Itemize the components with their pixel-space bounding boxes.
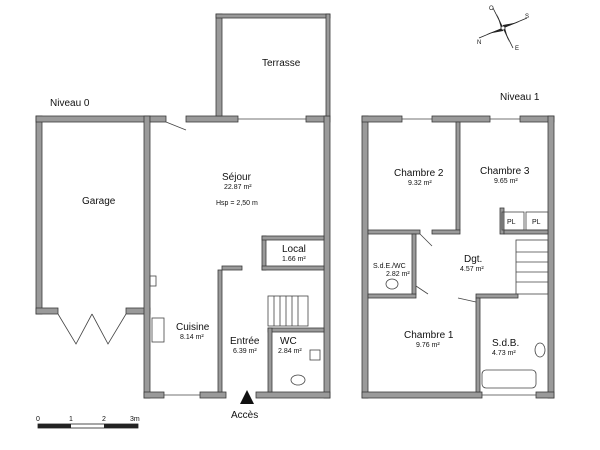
- scale-bar: 0 1 2 3m: [36, 416, 140, 429]
- compass-s: S: [525, 14, 529, 20]
- wc-label: WC: [280, 336, 297, 347]
- terrasse-outline: [215, 13, 331, 117]
- closet-1-label: PL: [507, 219, 516, 226]
- entree-area: 6.39 m²: [233, 348, 257, 355]
- garage-walls: [35, 115, 151, 315]
- toilet-icon: [290, 374, 306, 386]
- level-0-title: Niveau 0: [50, 98, 90, 109]
- sink-icon: [151, 317, 165, 343]
- sejour-area: 22.87 m²: [224, 184, 252, 191]
- chambre3-label: Chambre 3: [480, 166, 530, 177]
- closet-1: [501, 211, 525, 231]
- scale-tick-1: 1: [69, 416, 73, 423]
- cuisine-area: 8.14 m²: [180, 334, 204, 341]
- access-label: Accès: [231, 410, 258, 421]
- sde-area: 2.82 m²: [386, 271, 410, 278]
- entree-label: Entrée: [230, 336, 260, 347]
- first-floor-walls: [361, 115, 555, 399]
- sejour-height: Hsp = 2,50 m: [216, 200, 258, 207]
- ground-stairs: [267, 295, 309, 327]
- upper-toilet-icon: [385, 278, 399, 290]
- dgt-area: 4.57 m²: [460, 266, 484, 273]
- level-1-title: Niveau 1: [500, 92, 540, 103]
- chambre2-label: Chambre 2: [394, 168, 444, 179]
- cuisine-label: Cuisine: [176, 322, 210, 333]
- scale-tick-0: 0: [36, 416, 40, 423]
- basin-icon: [534, 342, 546, 358]
- bathtub-icon: [481, 369, 537, 389]
- chambre1-label: Chambre 1: [404, 330, 454, 341]
- compass-n: N: [477, 40, 481, 46]
- compass-icon: N S E O: [477, 6, 529, 52]
- compass-e: E: [515, 46, 519, 52]
- chambre3-area: 9.65 m²: [494, 178, 518, 185]
- local-area: 1.66 m²: [282, 256, 306, 263]
- chambre1-area: 9.76 m²: [416, 342, 440, 349]
- sdb-area: 4.73 m²: [492, 350, 516, 357]
- scale-tick-2: 2: [102, 416, 106, 423]
- sejour-label: Séjour: [222, 172, 252, 183]
- garage-doors: [57, 313, 127, 345]
- local-label: Local: [282, 244, 306, 255]
- first-stairs: [515, 239, 549, 295]
- compass-o: O: [489, 6, 494, 12]
- access-arrow-icon: [240, 390, 254, 404]
- scale-tick-3: 3m: [130, 416, 140, 423]
- sdb-label: S.d.B.: [492, 338, 519, 349]
- sde-label: S.d.E./WC: [373, 263, 406, 270]
- terrasse-label: Terrasse: [262, 58, 301, 69]
- chambre2-area: 9.32 m²: [408, 180, 432, 187]
- dgt-label: Dgt.: [464, 254, 482, 265]
- ground-walls: [143, 115, 331, 399]
- closet-2: [525, 211, 549, 231]
- closet-2-label: PL: [532, 219, 541, 226]
- wc-area: 2.84 m²: [278, 348, 302, 355]
- garage-label: Garage: [82, 196, 116, 207]
